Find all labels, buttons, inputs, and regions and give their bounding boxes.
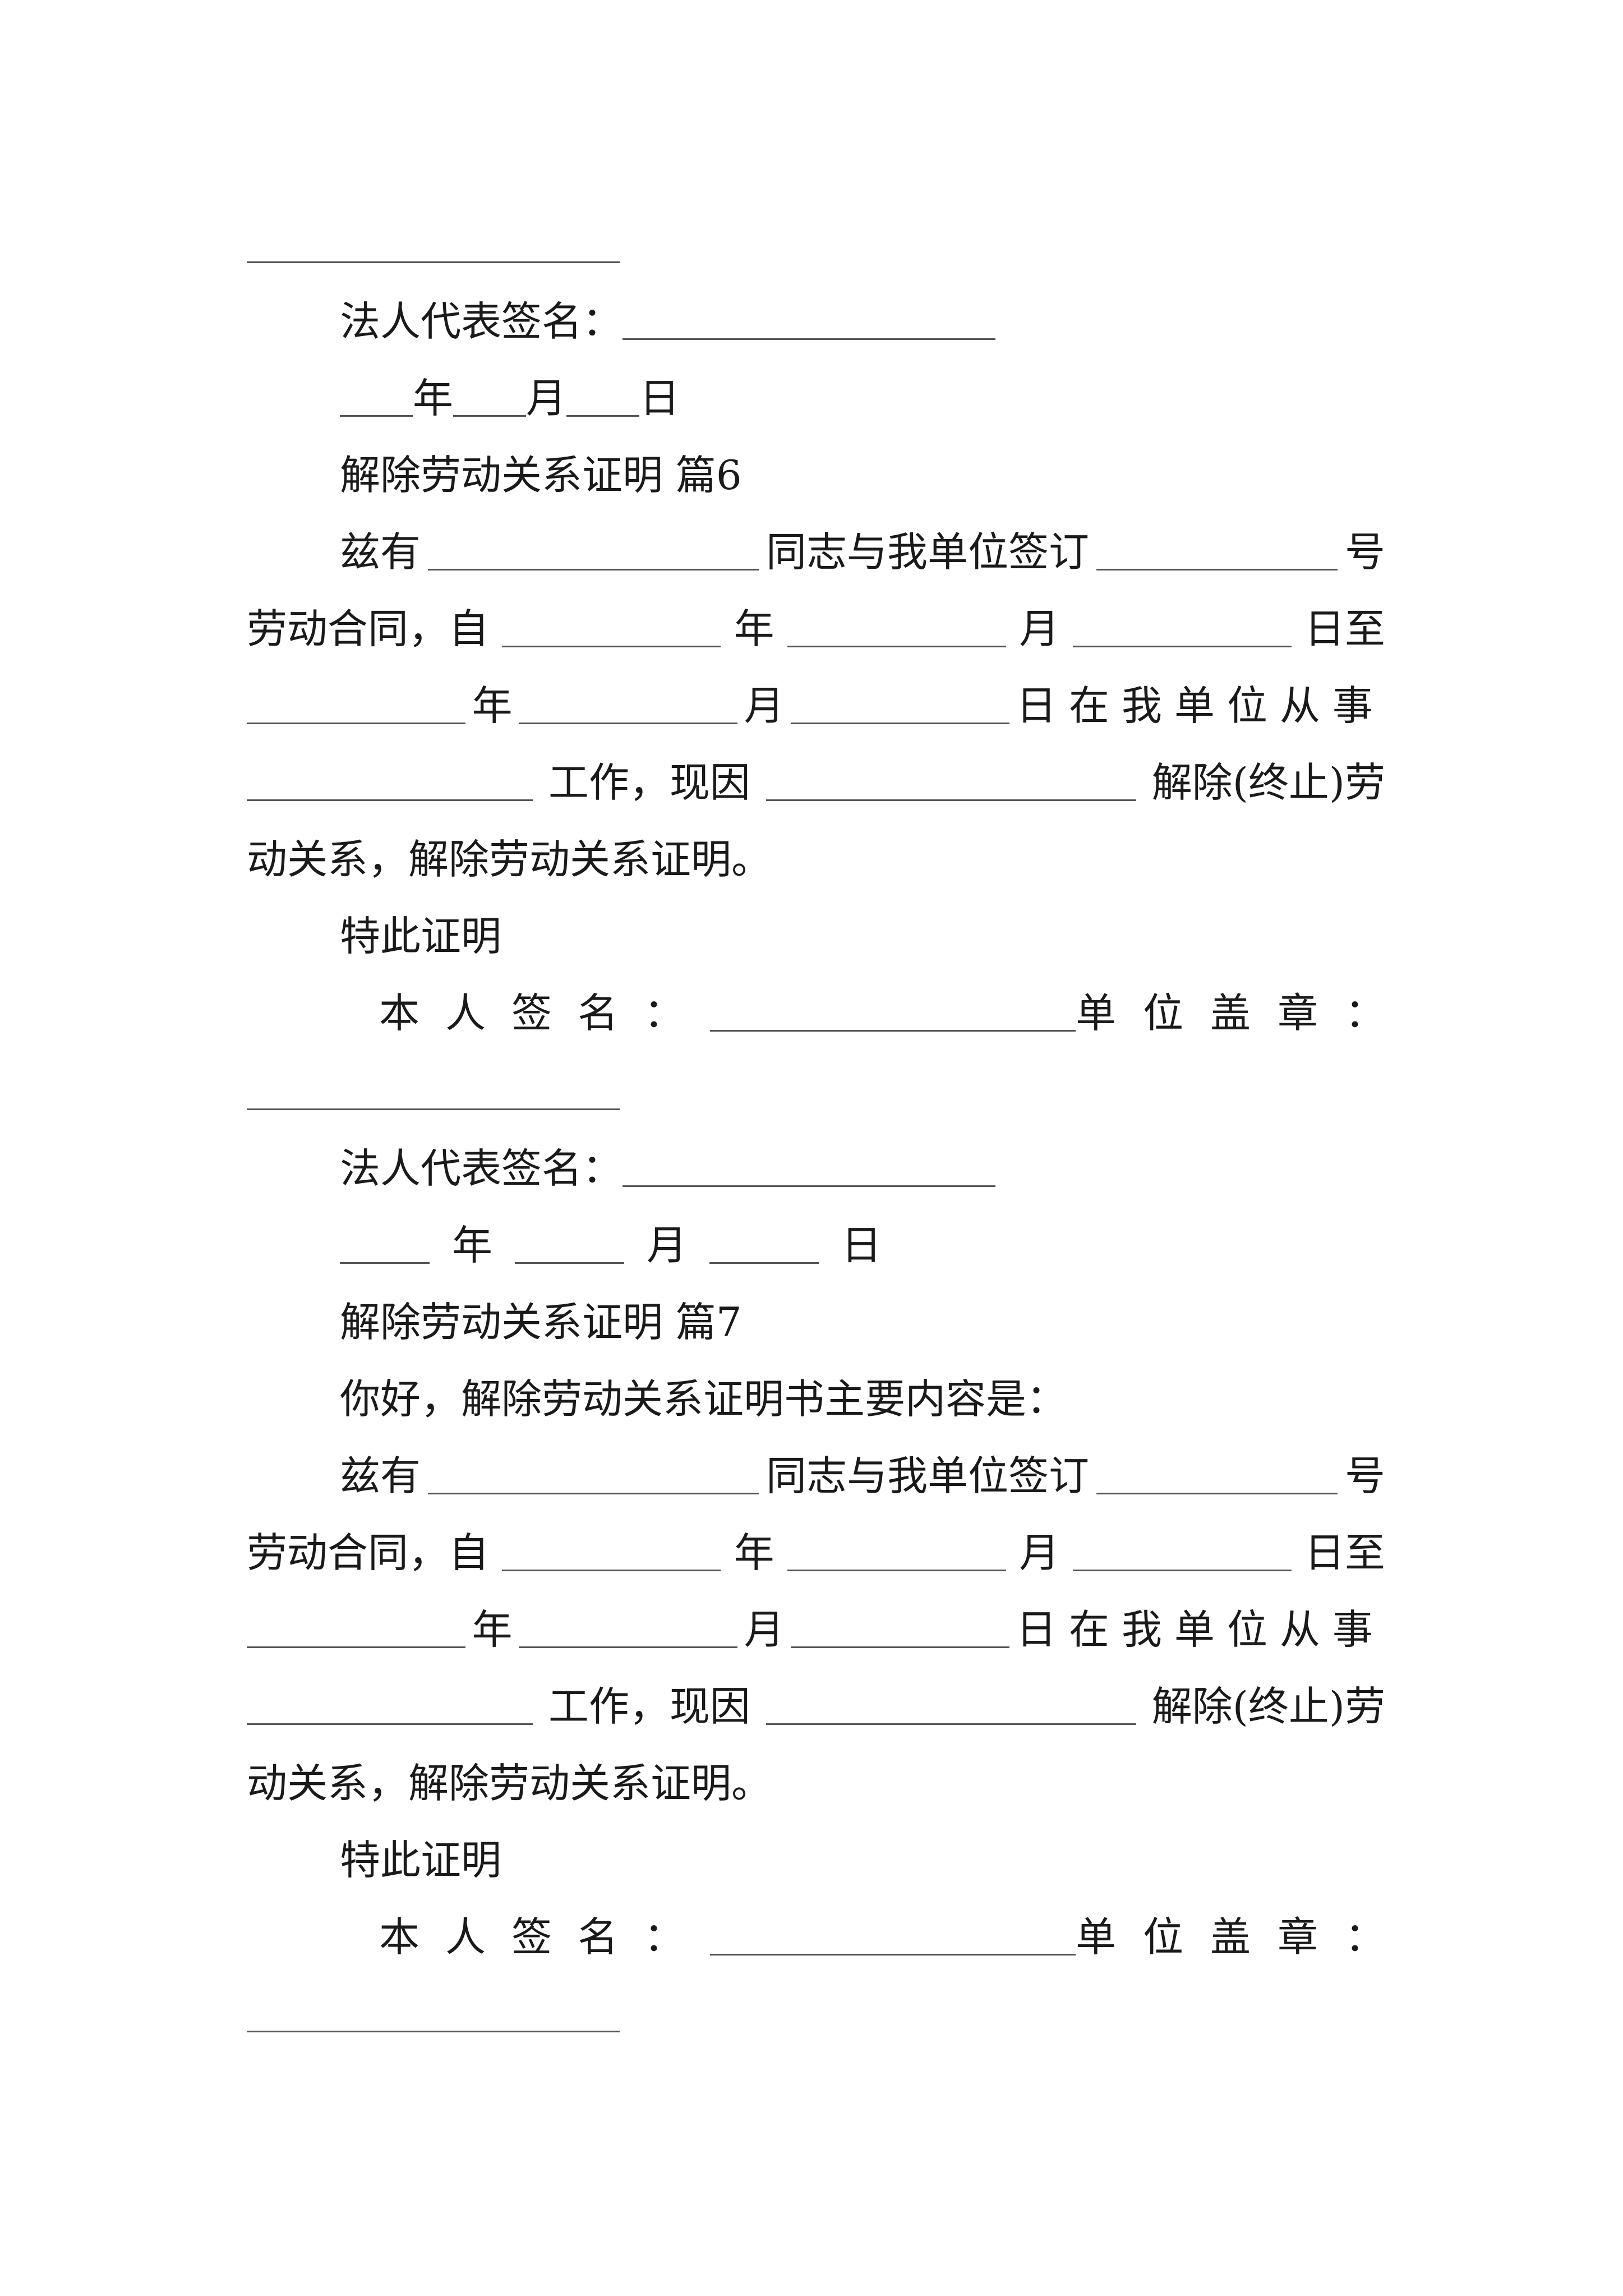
text: 日至 xyxy=(1304,1529,1385,1576)
section7-heading: 解除劳动关系证明 篇7 xyxy=(247,1289,1385,1356)
section6-certify: 特此证明 xyxy=(247,903,1385,970)
end-year-blank xyxy=(247,688,465,724)
contract-no-blank xyxy=(1096,1458,1338,1494)
unit-seal-label: 单位盖章： xyxy=(1075,1913,1412,1961)
text: 兹有 xyxy=(340,1452,421,1499)
day-label: 日 xyxy=(841,1222,882,1269)
month-blank xyxy=(515,1227,625,1264)
legal-rep-label: 法人代表签名： xyxy=(340,1145,623,1192)
start-day-blank xyxy=(1072,1535,1292,1571)
text: 兹有 xyxy=(340,528,421,576)
section7-line3: 年 月 日在我单位从事 xyxy=(247,1596,1385,1663)
day-blank xyxy=(566,380,640,417)
job-blank xyxy=(247,1688,533,1725)
year-label: 年 xyxy=(452,1222,493,1269)
name-blank xyxy=(428,534,759,570)
text: 同志与我单位签订 xyxy=(766,1452,1089,1499)
end-month-blank xyxy=(519,1612,738,1648)
start-year-blank xyxy=(502,1535,721,1571)
section6-heading: 解除劳动关系证明 篇6 xyxy=(247,441,1385,509)
contract-no-blank xyxy=(1096,534,1338,570)
section7-line2: 劳动合同，自 年 月 日至 xyxy=(247,1519,1385,1586)
start-month-blank xyxy=(787,611,1006,647)
year-blank xyxy=(340,380,413,417)
text: 日在我单位从事 xyxy=(1016,682,1385,729)
seal-blank-line xyxy=(247,1108,620,1110)
text: 日至 xyxy=(1304,605,1385,652)
section7-line1: 兹有 同志与我单位签订 号 xyxy=(247,1442,1385,1510)
seal-blank-line xyxy=(247,261,620,263)
text: 动关系，解除劳动关系证明。 xyxy=(247,1760,772,1807)
text: 同志与我单位签订 xyxy=(766,528,1089,576)
month-blank xyxy=(453,380,527,417)
end-day-blank xyxy=(791,1612,1010,1648)
legal-rep-label: 法人代表签名： xyxy=(340,298,623,345)
section6-heading-text: 解除劳动关系证明 篇6 xyxy=(340,452,742,499)
month-label: 月 xyxy=(647,1222,688,1269)
text: 年 xyxy=(472,1606,513,1653)
text: 劳动合同，自 xyxy=(247,605,490,652)
seal-blank-line xyxy=(247,2031,620,2032)
section7-sign-line: 本人签名： 单位盖章： xyxy=(247,1903,1385,1971)
text: 号 xyxy=(1344,1452,1385,1499)
start-year-blank xyxy=(502,611,721,647)
section7-heading-text: 解除劳动关系证明 篇7 xyxy=(340,1299,742,1346)
start-month-blank xyxy=(787,1535,1006,1571)
end-year-blank xyxy=(247,1612,465,1648)
year-blank xyxy=(340,1227,430,1264)
text: 年 xyxy=(734,1529,774,1576)
start-day-blank xyxy=(1072,611,1292,647)
day-blank xyxy=(709,1227,819,1264)
job-blank xyxy=(247,765,533,801)
date-line: 年 月 日 xyxy=(247,365,1385,432)
text: 工作，现因 xyxy=(548,1683,750,1730)
text: 号 xyxy=(1344,528,1385,576)
signature-blank xyxy=(623,303,996,340)
section6-line4: 工作，现因 解除(终止)劳 xyxy=(247,749,1385,816)
text: 年 xyxy=(472,682,513,729)
section6-line1: 兹有 同志与我单位签订 号 xyxy=(247,518,1385,586)
self-sign-blank xyxy=(710,1919,1076,1955)
end-day-blank xyxy=(791,688,1010,724)
legal-rep-signature-line: 法人代表签名： xyxy=(247,1135,1385,1202)
date-line: 年 月 日 xyxy=(247,1212,1385,1279)
text: 解除(终止)劳 xyxy=(1151,1683,1385,1730)
section6-line5: 动关系，解除劳动关系证明。 xyxy=(247,826,1385,893)
text: 月 xyxy=(1019,1529,1060,1576)
section7-intro: 你好，解除劳动关系证明书主要内容是： xyxy=(247,1365,1385,1433)
text: 年 xyxy=(734,605,774,652)
name-blank xyxy=(428,1458,759,1494)
text: 工作，现因 xyxy=(548,759,750,806)
day-label: 日 xyxy=(639,375,680,422)
text: 月 xyxy=(744,682,785,729)
section7-line4: 工作，现因 解除(终止)劳 xyxy=(247,1673,1385,1740)
section6-line3: 年 月 日在我单位从事 xyxy=(247,672,1385,739)
legal-rep-signature-line: 法人代表签名： xyxy=(247,288,1385,355)
reason-blank xyxy=(766,765,1136,801)
text: 动关系，解除劳动关系证明。 xyxy=(247,836,772,883)
text: 劳动合同，自 xyxy=(247,1529,490,1576)
text: 月 xyxy=(1019,605,1060,652)
self-sign-blank xyxy=(710,995,1076,1032)
section7-certify: 特此证明 xyxy=(247,1826,1385,1894)
year-label: 年 xyxy=(413,375,454,422)
unit-seal-label: 单位盖章： xyxy=(1075,990,1412,1037)
intro-text: 你好，解除劳动关系证明书主要内容是： xyxy=(340,1375,1067,1423)
self-sign-label: 本人签名： xyxy=(379,1913,711,1961)
section6-line2: 劳动合同，自 年 月 日至 xyxy=(247,595,1385,662)
text: 解除(终止)劳 xyxy=(1151,759,1385,806)
month-label: 月 xyxy=(526,375,567,422)
self-sign-label: 本人签名： xyxy=(379,990,711,1037)
certify-text: 特此证明 xyxy=(340,1837,502,1884)
reason-blank xyxy=(766,1688,1136,1725)
signature-blank xyxy=(623,1151,996,1187)
section6-sign-line: 本人签名： 单位盖章： xyxy=(247,979,1385,1047)
end-month-blank xyxy=(519,688,738,724)
text: 月 xyxy=(744,1606,785,1653)
text: 日在我单位从事 xyxy=(1016,1606,1385,1653)
section7-line5: 动关系，解除劳动关系证明。 xyxy=(247,1750,1385,1817)
certify-text: 特此证明 xyxy=(340,913,502,960)
